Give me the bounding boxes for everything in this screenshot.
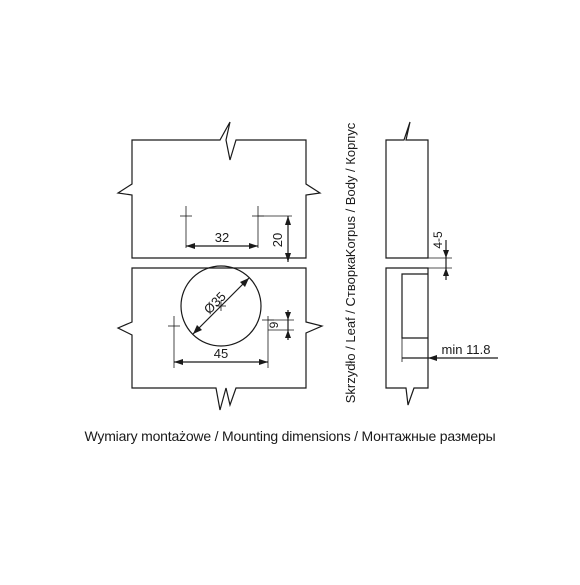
diagram-caption: Wymiary montażowe / Mounting dimensions … — [84, 428, 496, 444]
side-cup-outline — [401, 273, 428, 339]
dim-diameter-label: Ø35 — [201, 289, 229, 317]
body-outline — [116, 121, 322, 259]
hinge-cup-circle — [180, 265, 262, 347]
side-leaf-outline — [385, 267, 429, 406]
dim-9-label: 9 — [267, 321, 281, 328]
leaf-side-label: Skrzydło / Leaf / Створка — [343, 256, 358, 403]
dim-20-label: 20 — [270, 233, 285, 247]
dim-45-label: 45 — [214, 346, 228, 361]
dim-gap-label: 4-5 — [431, 231, 445, 249]
dim-32-label: 32 — [215, 230, 229, 245]
dim-min-label: min 11.8 — [442, 342, 491, 357]
body-side-label: Korpus / Body / Корпус — [343, 122, 358, 257]
side-body-outline — [385, 121, 429, 259]
leaf-outline — [116, 267, 324, 411]
